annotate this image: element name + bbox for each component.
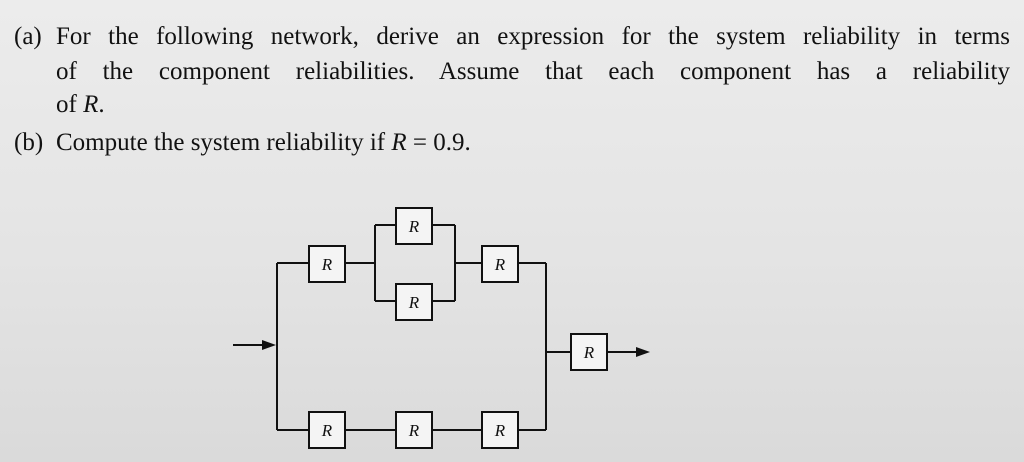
component-top-right: R [481, 245, 519, 283]
component-inner-lower-box [395, 283, 433, 321]
component-output: R [570, 333, 608, 371]
component-bottom-3-label: R [494, 421, 506, 440]
part-b-prefix: Compute the system reliability if [56, 129, 392, 156]
component-inner-upper: R [395, 207, 433, 245]
component-bottom-3-box [481, 411, 519, 449]
part-a-text-2: of the component reliabilities. Assume t… [56, 58, 1010, 85]
variable-r: R [391, 129, 407, 156]
part-b-text: Compute the system reliability if R = 0.… [56, 128, 471, 158]
part-b-suffix: = 0.9. [406, 129, 471, 156]
problem-text: (a) For the following network, derive an… [0, 0, 1024, 180]
component-bottom-1: R [308, 411, 346, 449]
component-output-label: R [583, 343, 595, 362]
wires [233, 224, 650, 431]
input-arrow-icon [262, 340, 276, 350]
component-bottom-2-box [395, 411, 433, 449]
part-a-label: (a) [14, 23, 42, 50]
component-bottom-2: R [395, 411, 433, 449]
part-a-text-3-suffix: . [98, 91, 105, 118]
output-arrow-icon [636, 347, 650, 357]
part-a-text-1: For the following network, derive an exp… [56, 23, 1010, 50]
component-inner-lower-label: R [408, 293, 420, 312]
component-top-left-box [308, 245, 346, 283]
component-inner-lower: R [395, 283, 433, 321]
variable-r: R [83, 91, 99, 118]
component-bottom-2-label: R [408, 421, 420, 440]
component-top-right-box [481, 245, 519, 283]
component-inner-upper-box [395, 207, 433, 245]
component-top-left-label: R [321, 255, 333, 274]
component-bottom-3: R [481, 411, 519, 449]
component-inner-upper-label: R [408, 217, 420, 236]
components: R R R R R R R R [308, 207, 608, 449]
component-top-right-label: R [494, 255, 506, 274]
part-b-label: (b) [14, 129, 44, 156]
component-bottom-1-label: R [321, 421, 333, 440]
component-top-left: R [308, 245, 346, 283]
part-a-text-3-prefix: of [56, 91, 84, 118]
part-a-text-3: of R. [56, 90, 105, 120]
component-bottom-1-box [308, 411, 346, 449]
component-output-box [570, 333, 608, 371]
